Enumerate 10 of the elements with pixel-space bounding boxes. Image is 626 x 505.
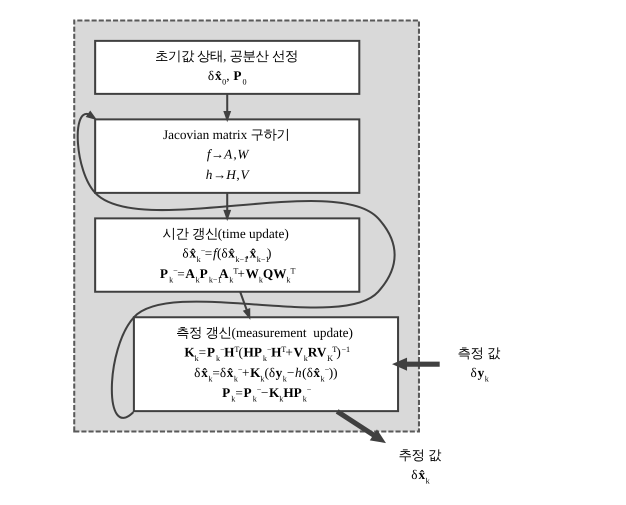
- cluster: [72, 19, 420, 432]
- arrow: [76, 110, 396, 418]
- arrow: [222, 94, 231, 122]
- node-text: 측정 값 δy$_{k}$: [457, 345, 500, 384]
- node-box: Jacovian matrix 구하기 f→A,W h→H,V: [94, 118, 360, 194]
- arrow: [238, 292, 250, 320]
- arrow: [392, 358, 440, 371]
- node-box: 초기값 상태, 공분산 선정 δx̂$_{0}$, P$_{0}$: [94, 40, 360, 95]
- node-text: 추정 값 δx̂$_{k}$: [398, 447, 440, 486]
- arrow: [222, 192, 231, 222]
